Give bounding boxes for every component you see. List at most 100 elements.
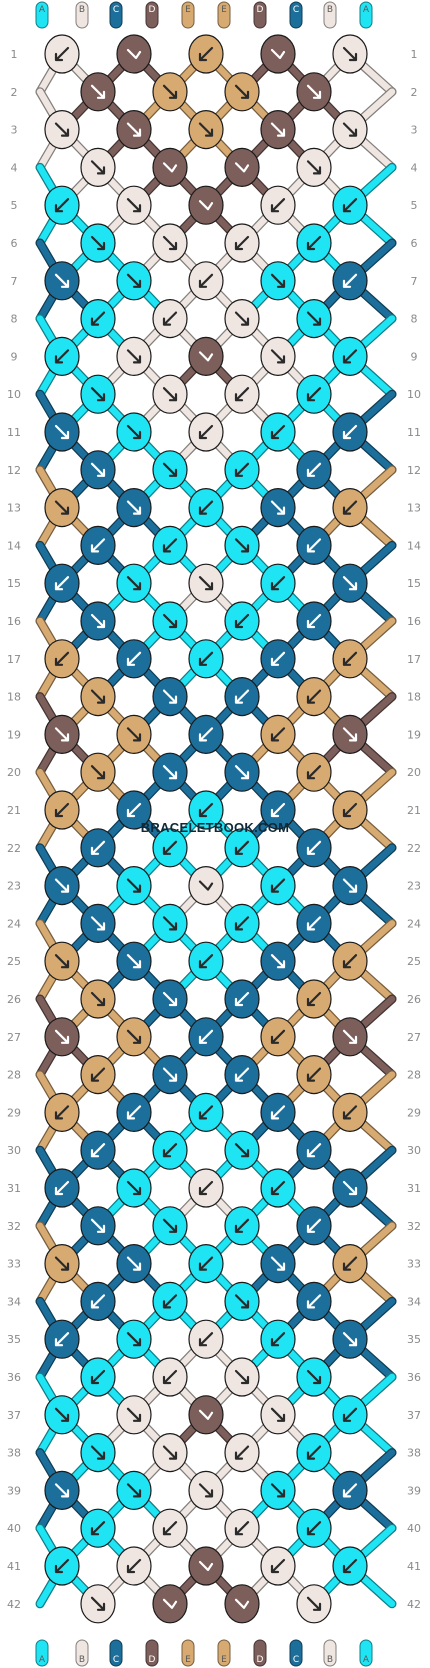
knot-arrow-icon <box>306 1067 322 1082</box>
row-number-left: 33 <box>7 1258 21 1271</box>
top-strand-stub-A <box>35 1 49 29</box>
top-strand-letter: D <box>149 5 156 15</box>
top-strand-stub-E <box>181 1 195 29</box>
knot-arrow-icon <box>342 802 358 818</box>
knot-arrow-icon <box>234 1143 250 1158</box>
knot-arrow-icon <box>306 1521 322 1536</box>
top-strand-letter: B <box>327 5 333 15</box>
knot-arrow-icon <box>342 273 358 288</box>
knot-arrow-icon <box>306 840 322 855</box>
row-number-right: 38 <box>407 1447 421 1460</box>
bottom-strand-stub-B <box>75 1639 89 1667</box>
knot-arrow-icon <box>198 1105 214 1120</box>
knot-arrow-icon <box>54 1256 70 1271</box>
knot-arrow-icon <box>198 424 214 440</box>
knot-arrow-icon <box>90 916 106 931</box>
row-number-left: 19 <box>7 728 21 741</box>
row-number-left: 7 <box>11 275 18 288</box>
top-strand-stub-D <box>145 1 159 29</box>
row-number-right: 14 <box>407 539 421 552</box>
knot <box>188 865 224 906</box>
row-number-right: 3 <box>411 124 418 137</box>
knot-arrow-icon <box>126 1029 142 1044</box>
row-number-right: 31 <box>407 1182 421 1195</box>
row-number-left: 3 <box>11 124 18 137</box>
knot-arrow-icon <box>198 200 214 211</box>
knot-arrow-icon <box>54 1180 70 1196</box>
knot-arrow-icon <box>162 311 178 326</box>
knot-arrow-icon <box>306 1445 322 1460</box>
knot-arrow-icon <box>270 576 286 591</box>
knot-arrow-icon <box>126 1256 142 1271</box>
row-number-left: 12 <box>7 464 21 477</box>
top-strand-stub-A <box>359 1 373 29</box>
bottom-strand-letter: D <box>149 1655 156 1665</box>
bottom-strand-letter: B <box>327 1655 333 1665</box>
knot-arrow-icon <box>270 1483 286 1498</box>
knot-arrow-icon <box>270 878 286 893</box>
knot-arrow-icon <box>126 1407 142 1422</box>
row-number-left: 9 <box>11 350 18 363</box>
row-number-right: 18 <box>407 691 421 704</box>
row-number-left: 26 <box>7 993 21 1006</box>
knot-arrow-icon <box>90 765 106 780</box>
knot-arrow-icon <box>162 1218 178 1233</box>
knot-arrow-icon <box>342 1180 358 1196</box>
knot-arrow-icon <box>198 880 214 891</box>
knot-arrow-icon <box>342 878 358 893</box>
knot-arrow-icon <box>54 349 70 364</box>
knot-arrow-icon <box>90 311 106 326</box>
row-number-right: 9 <box>411 350 418 363</box>
knot-arrow-icon <box>342 1332 358 1347</box>
knot-arrow-icon <box>270 122 286 137</box>
knot-arrow-icon <box>342 198 358 213</box>
row-number-right: 27 <box>407 1031 421 1044</box>
row-number-right: 32 <box>407 1220 421 1233</box>
knot-arrow-icon <box>90 538 106 553</box>
knot-arrow-icon <box>306 311 322 326</box>
knot-arrow-icon <box>162 538 178 553</box>
knot-arrow-icon <box>270 802 286 818</box>
knot-arrow-icon <box>306 1596 322 1611</box>
knot-arrow-icon <box>162 765 178 780</box>
knot-arrow-icon <box>54 1407 70 1422</box>
knot-arrow-icon <box>54 1332 70 1347</box>
knot-arrow-icon <box>342 1558 358 1574</box>
knot-arrow-icon <box>198 1180 214 1196</box>
knot-arrow-icon <box>234 1445 250 1460</box>
row-number-right: 30 <box>407 1144 421 1157</box>
row-number-left: 31 <box>7 1182 21 1195</box>
knot-arrow-icon <box>234 311 250 326</box>
knot-arrow-icon <box>342 1256 358 1271</box>
knot-arrow-icon <box>342 122 358 137</box>
knot-arrow-icon <box>234 1369 250 1385</box>
knot-arrow-icon <box>54 500 70 515</box>
knot-arrow-icon <box>126 1332 142 1347</box>
knot-arrow-icon <box>198 576 214 591</box>
knot <box>188 1395 224 1435</box>
knot-arrow-icon <box>162 1143 178 1158</box>
knot-arrow-icon <box>162 387 178 402</box>
bottom-strand-stub-B <box>323 1639 337 1667</box>
row-number-left: 28 <box>7 1069 21 1082</box>
row-number-right: 33 <box>407 1258 421 1271</box>
knot-arrow-icon <box>270 727 286 742</box>
bottom-strand-letter: B <box>79 1655 85 1665</box>
knot-layer <box>44 34 368 1624</box>
top-strand-letter: E <box>185 5 191 15</box>
knot-arrow-icon <box>54 198 70 213</box>
row-number-right: 16 <box>407 615 421 628</box>
knot-arrow-icon <box>234 1067 250 1082</box>
top-strand-letter: A <box>39 5 46 15</box>
row-number-right: 41 <box>407 1560 421 1573</box>
knot <box>152 147 188 187</box>
knot-arrow-icon <box>126 1180 142 1196</box>
row-number-left: 42 <box>7 1598 21 1611</box>
knot-arrow-icon <box>162 462 178 477</box>
knot-arrow-icon <box>198 1483 214 1498</box>
top-strand-letter: C <box>113 5 119 15</box>
knot-arrow-icon <box>306 991 322 1007</box>
knot-arrow-icon <box>90 991 106 1007</box>
row-number-right: 8 <box>411 313 418 326</box>
